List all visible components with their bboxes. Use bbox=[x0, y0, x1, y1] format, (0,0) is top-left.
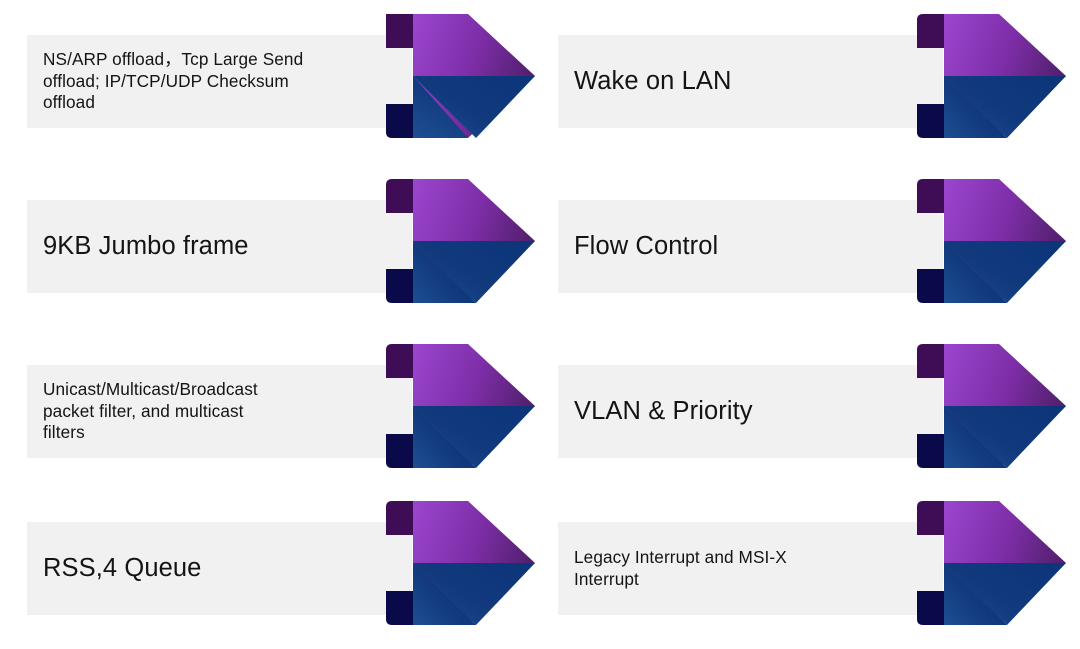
item-label: RSS,4 Queue bbox=[43, 554, 202, 583]
item-text-plate: Unicast/Multicast/Broadcast packet filte… bbox=[27, 365, 412, 458]
chevron-arrow-icon bbox=[386, 172, 535, 310]
chevron-arrow-icon bbox=[917, 494, 1066, 632]
chevron-arrow-icon bbox=[917, 7, 1066, 145]
item-text-plate: RSS,4 Queue bbox=[27, 522, 412, 615]
process-item-packet-filter[interactable]: Unicast/Multicast/Broadcast packet filte… bbox=[27, 337, 535, 475]
process-item-jumbo-frame[interactable]: 9KB Jumbo frame bbox=[27, 172, 535, 310]
item-text-plate: NS/ARP offload，Tcp Large Send offload; I… bbox=[27, 35, 412, 128]
item-text-plate: Flow Control bbox=[558, 200, 943, 293]
item-label: Flow Control bbox=[574, 232, 719, 261]
item-label: 9KB Jumbo frame bbox=[43, 232, 249, 261]
process-item-interrupts[interactable]: Legacy Interrupt and MSI-X Interrupt bbox=[558, 494, 1066, 632]
chevron-arrow-icon bbox=[386, 337, 535, 475]
item-text-plate: Wake on LAN bbox=[558, 35, 943, 128]
chevron-arrow-icon bbox=[917, 172, 1066, 310]
item-label: NS/ARP offload，Tcp Large Send offload; I… bbox=[43, 48, 304, 113]
process-item-flow-control[interactable]: Flow Control bbox=[558, 172, 1066, 310]
item-text-plate: Legacy Interrupt and MSI-X Interrupt bbox=[558, 522, 943, 615]
item-label: Wake on LAN bbox=[574, 67, 732, 96]
item-label: VLAN & Priority bbox=[574, 397, 753, 426]
item-label: Legacy Interrupt and MSI-X Interrupt bbox=[574, 546, 787, 589]
process-item-wake-on-lan[interactable]: Wake on LAN bbox=[558, 7, 1066, 145]
item-text-plate: 9KB Jumbo frame bbox=[27, 200, 412, 293]
process-item-ns-arp-offload[interactable]: NS/ARP offload，Tcp Large Send offload; I… bbox=[27, 7, 535, 145]
chevron-arrow-icon bbox=[917, 337, 1066, 475]
chevron-arrow-icon bbox=[386, 7, 535, 145]
chevron-arrow-icon bbox=[386, 494, 535, 632]
process-item-vlan-priority[interactable]: VLAN & Priority bbox=[558, 337, 1066, 475]
item-label: Unicast/Multicast/Broadcast packet filte… bbox=[43, 378, 258, 443]
item-text-plate: VLAN & Priority bbox=[558, 365, 943, 458]
process-item-rss-queue[interactable]: RSS,4 Queue bbox=[27, 494, 535, 632]
